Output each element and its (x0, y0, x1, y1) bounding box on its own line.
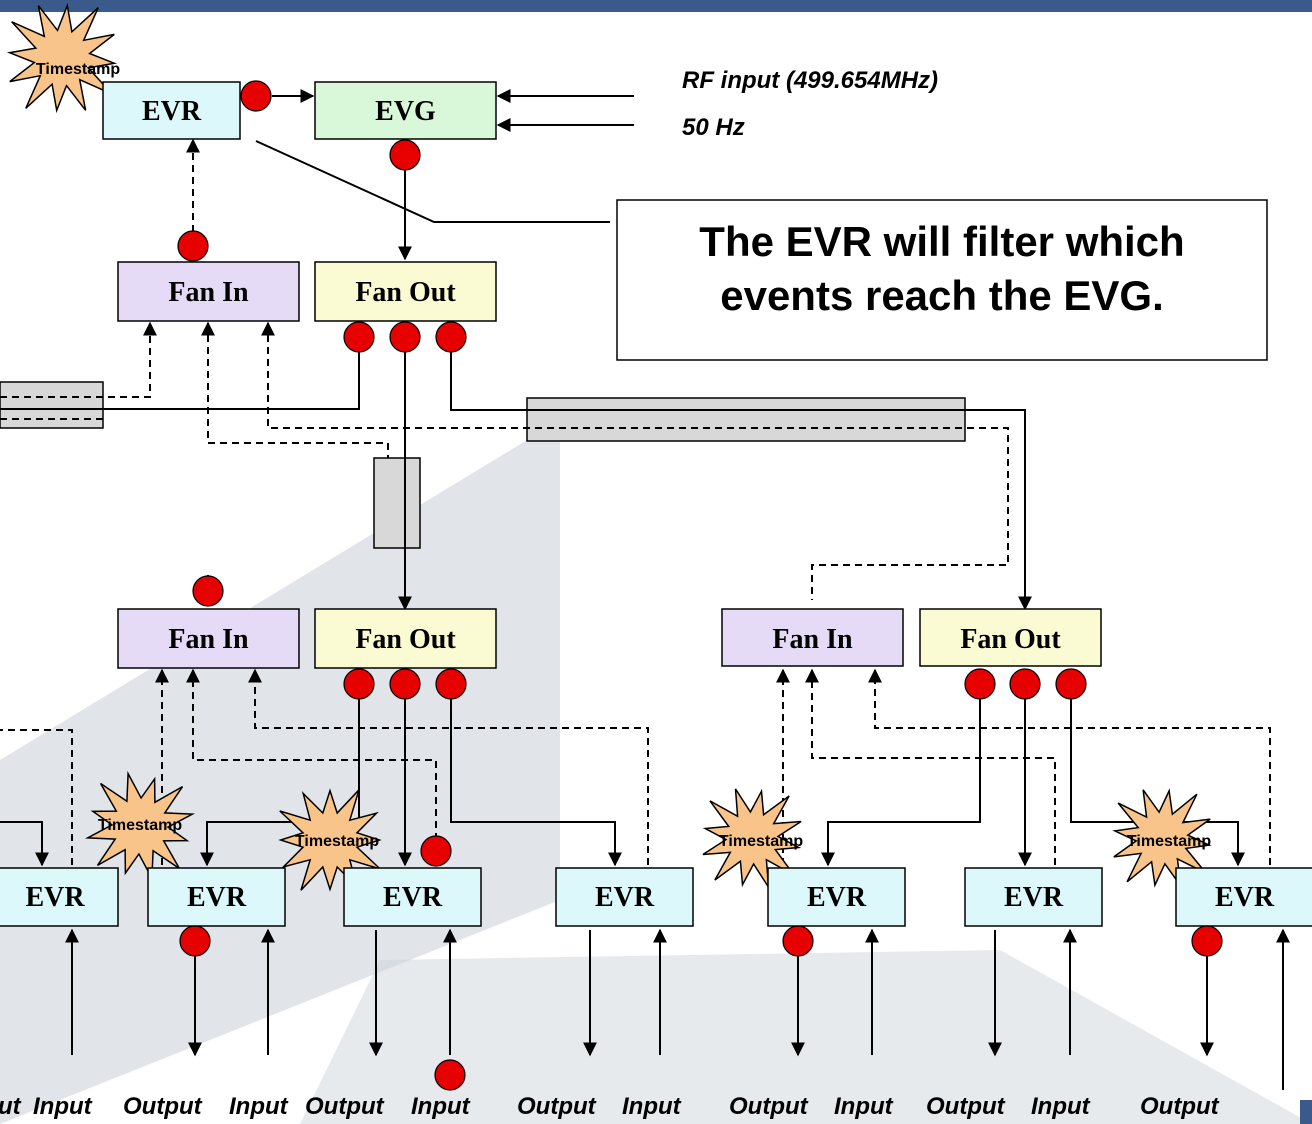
evr-bottom-2-label: EVR (187, 882, 247, 913)
output-label-3: Output (305, 1093, 385, 1120)
output-label-6: Output (926, 1093, 1006, 1120)
evr-bottom-3: EVR (343, 867, 482, 927)
fan-in-middle-right: Fan In (721, 608, 904, 667)
red-node-6 (435, 321, 467, 353)
fan-out-middle-left: Fan Out (314, 608, 497, 669)
input-label-6: Input (1031, 1093, 1091, 1120)
evg-box: EVG (314, 81, 497, 140)
starburst-1 (6, 2, 118, 114)
input-label-3: Input (411, 1093, 471, 1120)
corner-accent (1300, 1100, 1312, 1124)
timestamp-label-3: Timestamp (719, 833, 803, 850)
red-node-8 (343, 668, 375, 700)
output-label-partial: ut (0, 1093, 22, 1120)
evr-bottom-2: EVR (147, 867, 286, 927)
timestamp-label-1: Timestamp (98, 817, 182, 834)
red-node-12 (1009, 668, 1041, 700)
output-label-2: Output (123, 1093, 203, 1120)
red-node-3 (177, 230, 209, 262)
fan-out-middle-left-label: Fan Out (355, 624, 456, 655)
evr-bottom-5-label: EVR (807, 882, 867, 913)
fiber-bundle-left (0, 381, 104, 429)
output-label-5: Output (729, 1093, 809, 1120)
fiber-bundle-right (526, 397, 966, 442)
background-swoosh (0, 420, 1312, 1124)
red-node-14 (420, 835, 452, 867)
callout-line-2: events reach the EVG. (720, 272, 1164, 319)
red-node-5 (389, 321, 421, 353)
evr-bottom-1: EVR (0, 867, 119, 927)
evr-top-label: EVR (142, 96, 202, 127)
fan-out-middle-right-label: Fan Out (960, 624, 1061, 655)
io-labels: ut Input Output Input Output Input Outpu… (0, 1093, 1220, 1120)
io-arrows (65, 928, 1290, 1090)
red-node-15 (179, 925, 211, 957)
input-label-1: Input (33, 1093, 93, 1120)
red-node-2 (389, 139, 421, 171)
evr-bottom-1-label: EVR (25, 882, 85, 913)
red-node-9 (389, 668, 421, 700)
rf-input-label: RF input (499.654MHz) (682, 67, 938, 94)
red-node-18 (434, 1059, 466, 1091)
fiber-bundle-vertical (373, 457, 421, 549)
red-node-1 (240, 80, 272, 112)
red-node-10 (435, 668, 467, 700)
evr-bottom-6-label: EVR (1004, 882, 1064, 913)
callout: The EVR will filter which events reach t… (616, 199, 1268, 361)
evr-bottom-6: EVR (964, 867, 1103, 927)
input-label-5: Input (834, 1093, 894, 1120)
top-connections (0, 89, 1032, 611)
lower-left-connections (0, 668, 649, 867)
fan-out-top-label: Fan Out (355, 277, 456, 308)
evr-bottom-7: EVR (1175, 867, 1312, 927)
fan-out-middle-right: Fan Out (919, 608, 1102, 667)
evg-label: EVG (375, 96, 436, 127)
fan-in-top: Fan In (117, 261, 300, 322)
evr-bottom-4: EVR (555, 867, 694, 927)
callout-line-1: The EVR will filter which (699, 218, 1184, 265)
timestamp-label-2: Timestamp (295, 833, 379, 850)
evr-bottom-5: EVR (767, 867, 906, 927)
fan-in-middle-left: Fan In (117, 608, 300, 669)
fan-in-middle-right-label: Fan In (772, 624, 853, 655)
red-node-7 (192, 575, 224, 607)
red-nodes (177, 80, 1223, 1091)
output-label-4: Output (517, 1093, 597, 1120)
fan-out-top: Fan Out (314, 261, 497, 322)
fan-in-top-label: Fan In (168, 277, 249, 308)
evr-bottom-4-label: EVR (595, 882, 655, 913)
red-node-17 (1191, 925, 1223, 957)
header-bar (0, 0, 1312, 12)
timestamp-starbursts (6, 2, 1212, 892)
hz-input-label: 50 Hz (682, 114, 745, 141)
input-label-2: Input (229, 1093, 289, 1120)
evr-bottom-3-label: EVR (383, 882, 443, 913)
timestamp-label-4: Timestamp (1127, 833, 1211, 850)
red-node-4 (343, 321, 375, 353)
timestamp-labels: Timestamp Timestamp Timestamp Timestamp … (36, 61, 1211, 850)
evr-top: EVR (102, 81, 241, 140)
red-node-11 (964, 668, 996, 700)
red-node-13 (1055, 668, 1087, 700)
evr-bottom-7-label: EVR (1215, 882, 1275, 913)
timestamp-label-top: Timestamp (36, 61, 120, 78)
red-node-16 (782, 925, 814, 957)
input-label-4: Input (622, 1093, 682, 1120)
output-label-7: Output (1140, 1093, 1220, 1120)
fan-in-middle-left-label: Fan In (168, 624, 249, 655)
